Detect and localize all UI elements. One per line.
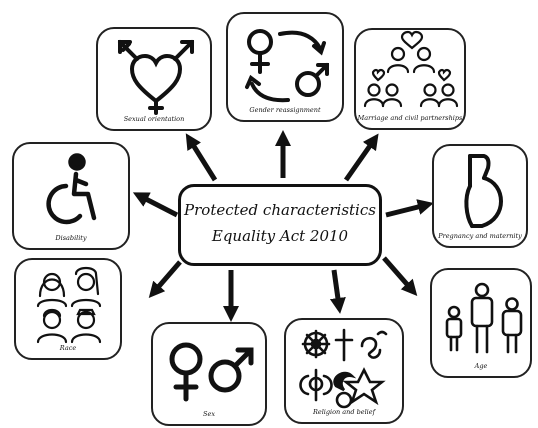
- arrow-disability: [132, 192, 179, 218]
- card-pregnancy-maternity: Pregnancy and maternity: [432, 144, 528, 248]
- card-age: Age: [430, 268, 532, 378]
- pregnant-icon: [464, 154, 503, 228]
- card-label: Pregnancy and maternity: [438, 232, 522, 240]
- male-female-icon: [169, 342, 254, 402]
- arrow-marriage: [343, 133, 379, 182]
- arrow-sexual-orientation: [185, 133, 218, 182]
- card-label: Race: [59, 344, 77, 352]
- card-disability: Disability: [12, 142, 130, 250]
- card-label: Age: [474, 362, 488, 370]
- card-religion-belief: Religion and belief: [284, 318, 404, 424]
- card-label: Disability: [55, 234, 87, 242]
- card-label: Sex: [203, 410, 215, 418]
- arrow-religion: [329, 269, 346, 314]
- card-sexual-orientation: Sexual orientation: [96, 27, 212, 131]
- card-label: Sexual orientation: [123, 115, 185, 123]
- card-marriage-civil-partnerships: Marriage and civil partnerships: [354, 28, 466, 130]
- religion-symbols-icon: [299, 328, 388, 409]
- arrow-pregnancy: [385, 199, 434, 218]
- diverse-people-icon: [36, 266, 102, 344]
- card-label: Religion and belief: [312, 408, 375, 416]
- gender-swap-icon: [245, 29, 329, 103]
- center-title: Protected characteristics: [184, 201, 376, 219]
- arrow-race: [148, 260, 182, 299]
- card-race: Race: [14, 258, 122, 360]
- age-group-icon: [445, 282, 523, 354]
- center-subtitle: Equality Act 2010: [211, 227, 349, 245]
- card-label: Marriage and civil partnerships: [357, 114, 463, 122]
- card-label: Gender reassignment: [249, 106, 321, 114]
- intersex-heart-icon: [118, 40, 194, 115]
- couples-icon: [363, 30, 459, 108]
- center-title-box: Protected characteristics Equality Act 2…: [178, 184, 382, 266]
- arrow-age: [382, 256, 418, 297]
- card-gender-reassignment: Gender reassignment: [226, 12, 344, 122]
- card-sex: Sex: [151, 322, 267, 426]
- wheelchair-icon: [46, 153, 97, 225]
